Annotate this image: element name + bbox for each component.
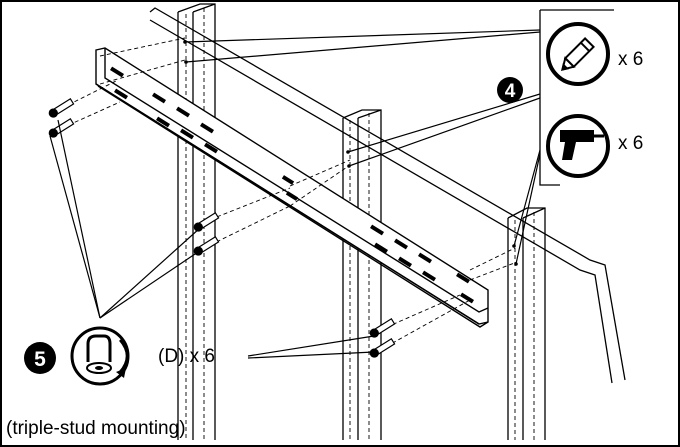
step-4-badge: 4 [497, 77, 523, 103]
drill-quantity: x 6 [618, 133, 643, 154]
step-5-badge: 5 [24, 342, 56, 374]
wall-mounting-plate [95, 47, 489, 328]
drill-icon [546, 114, 610, 178]
pencil-icon [546, 22, 610, 86]
plate-slots [110, 66, 474, 304]
wall-outline [149, 7, 626, 384]
wall-stud-middle [342, 109, 382, 440]
lag-bolts [48, 98, 396, 358]
svg-text:4: 4 [505, 81, 516, 102]
wall-stud-right [507, 207, 546, 440]
pencil-quantity: x 6 [618, 49, 643, 70]
tool-panel-bracket [539, 9, 614, 186]
mounting-caption: (triple-stud mounting) [6, 418, 186, 439]
leader-lines [49, 29, 541, 359]
wall-stud-left [177, 3, 216, 440]
anchor-quantity-label: (D) x 6 [158, 346, 215, 367]
svg-text:5: 5 [34, 348, 46, 371]
wrench-rotate-icon [70, 326, 130, 386]
